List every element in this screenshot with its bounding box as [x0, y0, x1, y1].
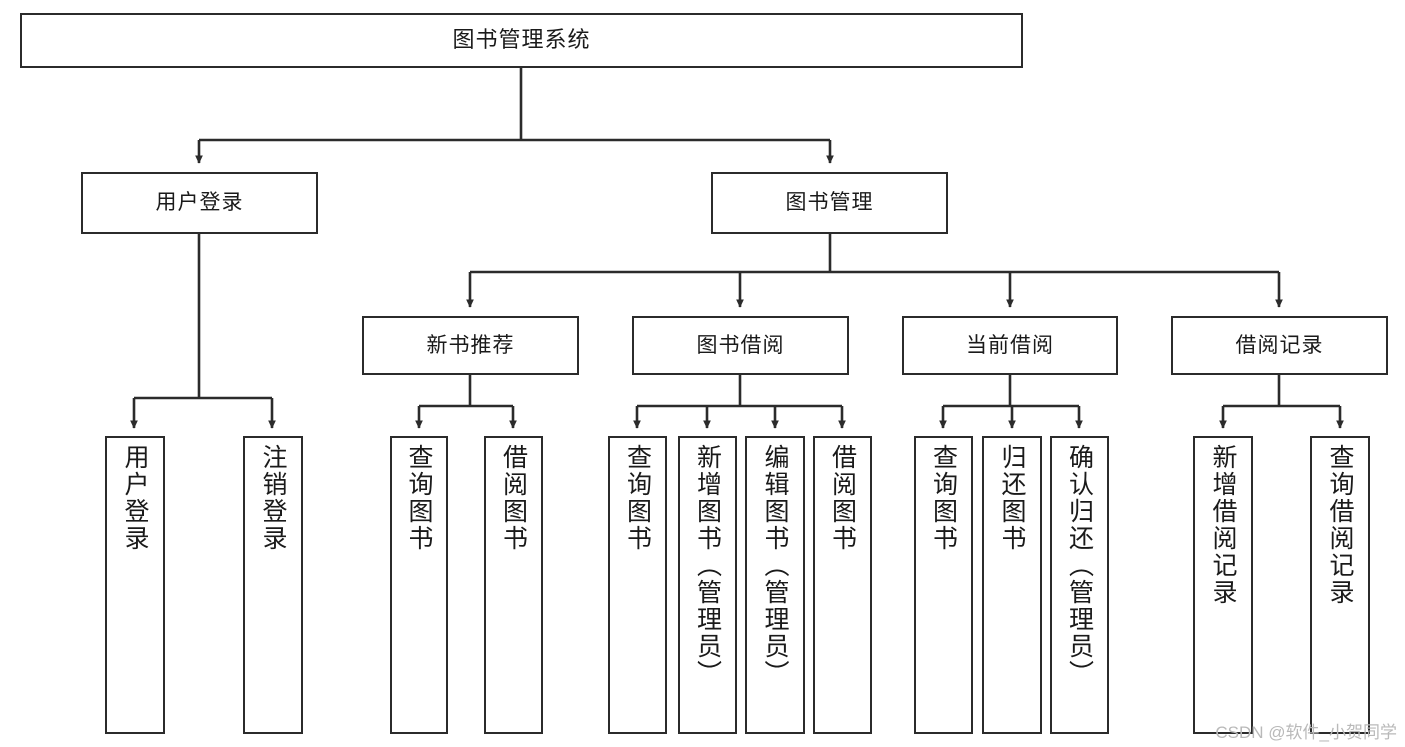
leaf-query-book-borrow[interactable]: 查询图书 — [608, 436, 667, 734]
leaf-query-borrow-record[interactable]: 查询借阅记录 — [1310, 436, 1370, 734]
node-label: 当前借阅 — [966, 333, 1054, 357]
leaf-return-book[interactable]: 归还图书 — [982, 436, 1042, 734]
leaf-user-login[interactable]: 用户登录 — [105, 436, 165, 734]
node-label: 新书推荐 — [426, 333, 515, 357]
node-book-borrow[interactable]: 图书借阅 — [632, 316, 849, 375]
node-user-login[interactable]: 用户登录 — [81, 172, 318, 234]
node-label: 借阅图书 — [828, 444, 857, 552]
leaf-add-book-admin[interactable]: 新增图书（管理员） — [678, 436, 737, 734]
node-label: 图书管理系统 — [452, 27, 591, 53]
leaf-borrow-book[interactable]: 借阅图书 — [813, 436, 872, 734]
leaf-borrow-book-recommend[interactable]: 借阅图书 — [484, 436, 543, 734]
node-label: 查询图书 — [929, 444, 958, 552]
node-label: 注销登录 — [259, 444, 287, 552]
node-label: 确认归还（管理员） — [1065, 444, 1094, 687]
leaf-confirm-return-admin[interactable]: 确认归还（管理员） — [1050, 436, 1109, 734]
node-root[interactable]: 图书管理系统 — [20, 13, 1023, 68]
leaf-edit-book-admin[interactable]: 编辑图书（管理员） — [745, 436, 805, 734]
node-current-borrow[interactable]: 当前借阅 — [902, 316, 1118, 375]
node-label: 查询图书 — [405, 444, 433, 552]
node-label: 查询图书 — [623, 444, 652, 552]
node-label: 用户登录 — [121, 444, 149, 552]
node-label: 新增借阅记录 — [1209, 444, 1237, 606]
node-label: 新增图书（管理员） — [693, 444, 722, 687]
node-label: 编辑图书（管理员） — [761, 444, 789, 687]
node-label: 用户登录 — [155, 191, 244, 215]
leaf-query-book-recommend[interactable]: 查询图书 — [390, 436, 448, 734]
leaf-query-book-current[interactable]: 查询图书 — [914, 436, 973, 734]
node-label: 借阅记录 — [1235, 333, 1324, 357]
node-new-book-recommend[interactable]: 新书推荐 — [362, 316, 579, 375]
node-label: 归还图书 — [998, 444, 1026, 552]
node-book-management[interactable]: 图书管理 — [711, 172, 948, 234]
node-label: 查询借阅记录 — [1326, 444, 1354, 606]
node-label: 图书管理 — [785, 191, 874, 215]
node-borrow-records[interactable]: 借阅记录 — [1171, 316, 1388, 375]
node-label: 图书借阅 — [696, 333, 785, 357]
leaf-add-borrow-record[interactable]: 新增借阅记录 — [1193, 436, 1253, 734]
node-label: 借阅图书 — [499, 444, 528, 552]
leaf-logout[interactable]: 注销登录 — [243, 436, 303, 734]
